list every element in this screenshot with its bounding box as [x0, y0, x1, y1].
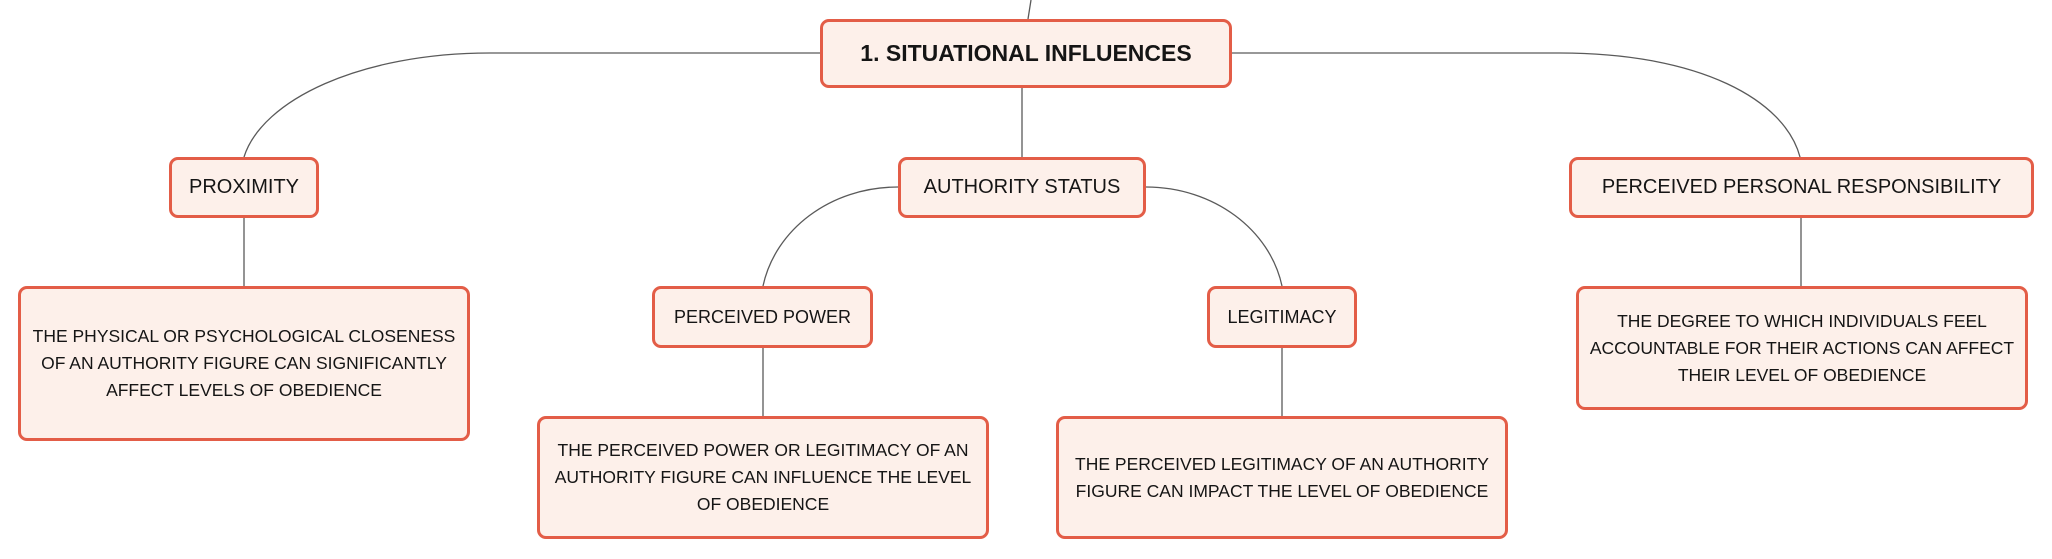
root-node-label: 1. SITUATIONAL INFLUENCES: [860, 40, 1192, 66]
node-authority-status[interactable]: AUTHORITY STATUS: [898, 157, 1146, 218]
node-personal-responsibility-description[interactable]: THE DEGREE TO WHICH INDIVIDUALS FEEL ACC…: [1576, 286, 2028, 410]
legitimacy-description-text: THE PERCEIVED LEGITIMACY OF AN AUTHORITY…: [1075, 453, 1489, 501]
node-perceived-personal-responsibility[interactable]: PERCEIVED PERSONAL RESPONSIBILITY: [1569, 157, 2034, 218]
connector-incoming-to-root: [1027, 0, 1032, 20]
node-legitimacy-label: LEGITIMACY: [1227, 306, 1337, 327]
node-proximity-label: PROXIMITY: [188, 176, 299, 198]
node-proximity[interactable]: PROXIMITY: [169, 157, 319, 218]
personal-responsibility-description-text: THE DEGREE TO WHICH INDIVIDUALS FEEL ACC…: [1589, 310, 2015, 385]
connector-root-to-personal-responsibility: [1232, 52, 1801, 158]
connector-authority-to-legitimacy: [1145, 186, 1283, 287]
root-node-situational-influences[interactable]: 1. SITUATIONAL INFLUENCES: [820, 19, 1232, 88]
connector-root-to-proximity: [243, 52, 820, 158]
proximity-description-text: THE PHYSICAL OR PSYCHOLOGICAL CLOSENESS …: [32, 326, 456, 400]
node-proximity-description[interactable]: THE PHYSICAL OR PSYCHOLOGICAL CLOSENESS …: [18, 286, 470, 441]
node-perceived-power[interactable]: PERCEIVED POWER: [652, 286, 873, 348]
connector-authority-to-perceived-power: [762, 186, 899, 287]
node-perceived-power-description[interactable]: THE PERCEIVED POWER OR LEGITIMACY OF AN …: [537, 416, 989, 539]
node-legitimacy[interactable]: LEGITIMACY: [1207, 286, 1357, 348]
node-authority-status-label: AUTHORITY STATUS: [923, 176, 1121, 198]
node-legitimacy-description[interactable]: THE PERCEIVED LEGITIMACY OF AN AUTHORITY…: [1056, 416, 1508, 539]
node-perceived-personal-responsibility-label: PERCEIVED PERSONAL RESPONSIBILITY: [1601, 176, 2002, 198]
perceived-power-description-text: THE PERCEIVED POWER OR LEGITIMACY OF AN …: [554, 440, 972, 514]
node-perceived-power-label: PERCEIVED POWER: [673, 306, 852, 327]
